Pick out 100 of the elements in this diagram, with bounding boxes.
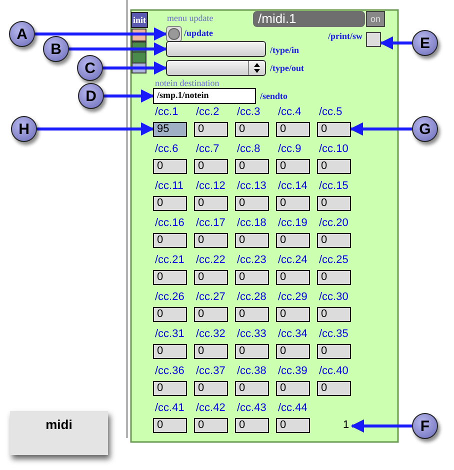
section-heading: notein destination [155,78,220,88]
parameter-label: /cc.5 [319,106,342,118]
value-field: 0 [276,344,310,359]
value-field: 0 [235,381,269,396]
value-field: 0 [235,344,269,359]
parameter-label: /cc.43 [237,402,266,414]
value-field: 0 [317,159,351,174]
parameter-label: /cc.28 [237,291,266,303]
value-field: 0 [194,307,228,322]
text-field: /smp.1/notein [153,88,256,104]
value-field: 0 [194,233,228,248]
toggle-checkbox [366,32,381,47]
arrow [350,122,412,136]
parameter-label: /cc.19 [278,217,308,229]
number-readout: 1 [340,419,352,433]
module-name-display: /midi.1 [253,11,365,27]
parameter-label: /cc.16 [155,217,184,229]
parameter-label: /cc.12 [196,180,226,192]
value-field: 0 [194,344,228,359]
parameter-label: /cc.11 [155,180,184,192]
init-button: init [131,12,148,28]
parameter-label: /cc.3 [237,106,260,118]
value-field: 0 [153,196,187,211]
value-field: 0 [153,418,187,433]
parameter-label: /cc.14 [278,180,308,192]
arrow [69,42,168,56]
value-field: 0 [153,159,187,174]
parameter-label: /cc.44 [278,402,308,414]
parameter-label: /cc.22 [196,254,226,266]
value-field: 0 [194,418,228,433]
parameter-label: /cc.10 [319,143,348,155]
value-field: 0 [194,270,228,285]
parameter-label: /cc.32 [196,328,226,340]
callout-circle: H [11,116,37,142]
value-field: 0 [317,381,351,396]
value-field: 0 [276,196,310,211]
value-field: 0 [194,381,228,396]
value-field: 0 [194,122,228,137]
value-field: 0 [317,307,351,322]
value-field: 0 [153,344,187,359]
value-field: 0 [235,233,269,248]
parameter-label: /cc.36 [155,365,184,377]
callout-circle: G [412,116,438,142]
arrow [104,89,154,103]
value-field: 0 [235,159,269,174]
parameter-label: /cc.17 [196,217,226,229]
parameter-label: /cc.38 [237,365,266,377]
address-label: /sendto [260,91,288,101]
callout-circle: F [412,413,438,439]
arrow [37,122,154,136]
parameter-label: /cc.7 [196,143,220,155]
parameter-label: /cc.4 [278,106,302,118]
parameter-label: /cc.21 [155,254,184,266]
value-field: 0 [235,418,269,433]
update-button [166,26,182,42]
callout-circle: C [77,55,103,81]
value-field: 0 [276,233,310,248]
callout-circle: D [78,83,104,109]
parameter-label: /cc.24 [278,254,308,266]
parameter-label: /cc.15 [319,180,348,192]
menu-dropdown [166,60,266,76]
value-field: 0 [276,159,310,174]
value-field: 0 [194,159,228,174]
parameter-label: /cc.6 [155,143,178,155]
parameter-label: /cc.26 [155,291,184,303]
value-field: 0 [153,381,187,396]
value-field: 0 [235,270,269,285]
arrow [380,36,412,50]
parameter-label: /cc.40 [319,365,348,377]
arrow [350,419,412,433]
parameter-label: /cc.27 [196,291,226,303]
value-field: 0 [235,196,269,211]
parameter-label: /cc.25 [319,254,348,266]
value-field: 95 [153,122,187,137]
parameter-label: /cc.33 [237,328,266,340]
menu-dropdown [166,41,266,57]
value-field: 0 [276,418,310,433]
toggle-button: on [366,11,385,27]
value-field: 0 [276,122,310,137]
address-label: /type/out [270,63,304,73]
parameter-label: /cc.18 [237,217,266,229]
section-heading: menu update [167,13,214,23]
value-field: 0 [194,196,228,211]
parameter-label: /cc.39 [278,365,308,377]
value-field: 0 [276,381,310,396]
caption-title: midi [44,417,74,432]
address-label: /update [184,28,214,38]
value-field: 0 [276,307,310,322]
address-label: /type/in [270,45,300,55]
value-field: 0 [276,270,310,285]
value-field: 0 [153,270,187,285]
parameter-label: /cc.8 [237,143,260,155]
parameter-label: /cc.2 [196,106,220,118]
parameter-label: /cc.30 [319,291,348,303]
parameter-label: /cc.31 [155,328,184,340]
parameter-label: /cc.37 [196,365,226,377]
address-label: /print/sw [328,31,363,41]
callout-circle: B [43,36,69,62]
value-field: 0 [235,122,269,137]
value-field: 0 [153,233,187,248]
